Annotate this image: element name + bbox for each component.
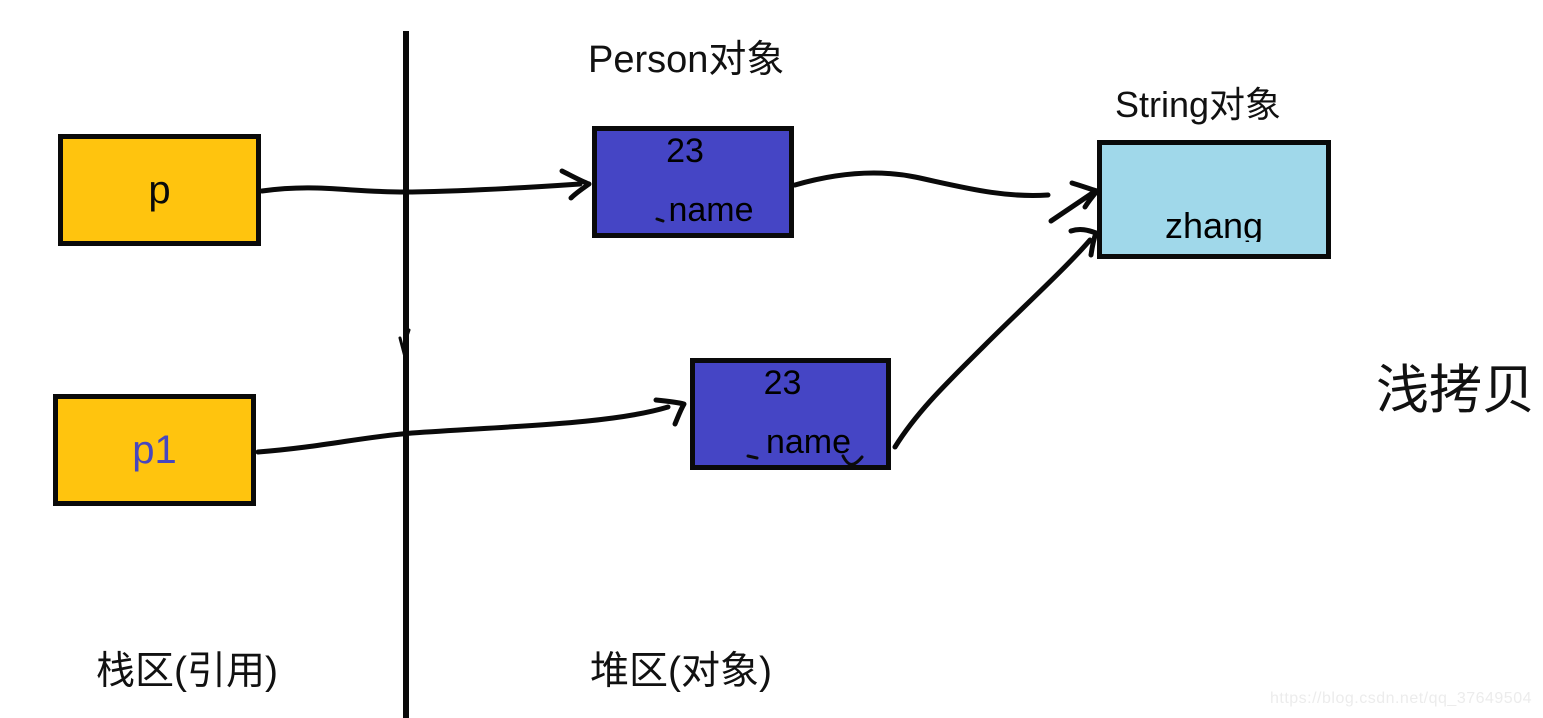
- string-box: zhang: [1097, 140, 1331, 259]
- heap-box-person1: 23 name: [592, 126, 794, 238]
- heap-area-label: 堆区(对象): [590, 650, 772, 693]
- person2-age-value: 23: [763, 364, 802, 402]
- person2-name-field: name: [765, 422, 852, 461]
- p1-reference-label: p1: [132, 427, 177, 472]
- arrow-person1-to-string-head: [1048, 180, 1100, 224]
- arrow-p-to-person1: [259, 181, 583, 195]
- person1-age-value: 23: [666, 132, 704, 170]
- arrow-person2-to-string-head: [1068, 227, 1099, 258]
- person-object-title: Person对象: [588, 39, 785, 81]
- watermark-url: https://blog.csdn.net/qq_37649504: [1269, 690, 1532, 707]
- arrow-person2-to-string: [892, 237, 1093, 450]
- arrow-p1-to-person2: [255, 404, 671, 455]
- person1-name-field: name: [668, 190, 754, 229]
- arrow-p-to-person1-head: [559, 168, 592, 201]
- stack-box-p1: p1: [53, 394, 256, 506]
- string-object-title: String对象: [1115, 84, 1282, 125]
- stack-box-p: p: [58, 134, 261, 246]
- string-value: zhang: [1164, 210, 1264, 242]
- arrow-p1-to-person2-head: [653, 397, 687, 427]
- heap-box-person2: 23 name: [690, 358, 891, 470]
- stack-area-label: 栈区(引用): [96, 650, 278, 693]
- shallow-copy-caption: 浅拷贝: [1376, 361, 1535, 420]
- p-reference-label: p: [148, 167, 171, 212]
- arrow-person1-to-string: [792, 170, 1051, 198]
- stack-heap-divider-line: [403, 31, 409, 718]
